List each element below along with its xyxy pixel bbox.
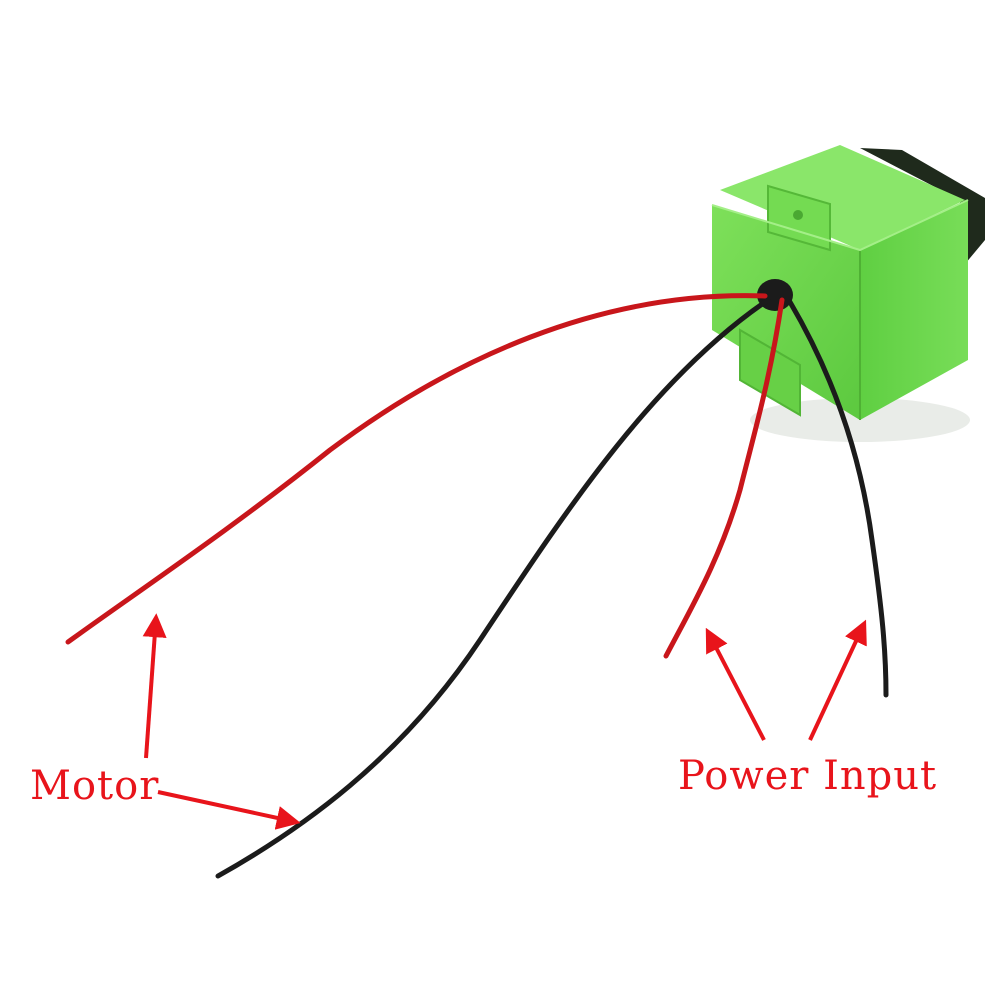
wires — [65, 293, 889, 879]
annotation-arrows — [142, 613, 867, 830]
motor-label: Motor — [30, 763, 160, 809]
motor-black-wire — [215, 297, 771, 879]
motor-red-wire — [65, 293, 768, 645]
power-input-label: Power Input — [678, 753, 938, 799]
arrow-icon — [808, 619, 867, 741]
green-module — [711, 145, 985, 420]
power-red-wire — [663, 297, 785, 659]
module-side-face — [860, 200, 968, 420]
module-edge-top — [711, 199, 969, 252]
mounting-hole — [793, 210, 803, 220]
arrow-icon — [157, 790, 301, 830]
arrow-icon — [142, 613, 167, 759]
power-black-wire — [787, 299, 889, 698]
module-top-face — [720, 145, 965, 250]
arrow-icon — [705, 627, 766, 741]
